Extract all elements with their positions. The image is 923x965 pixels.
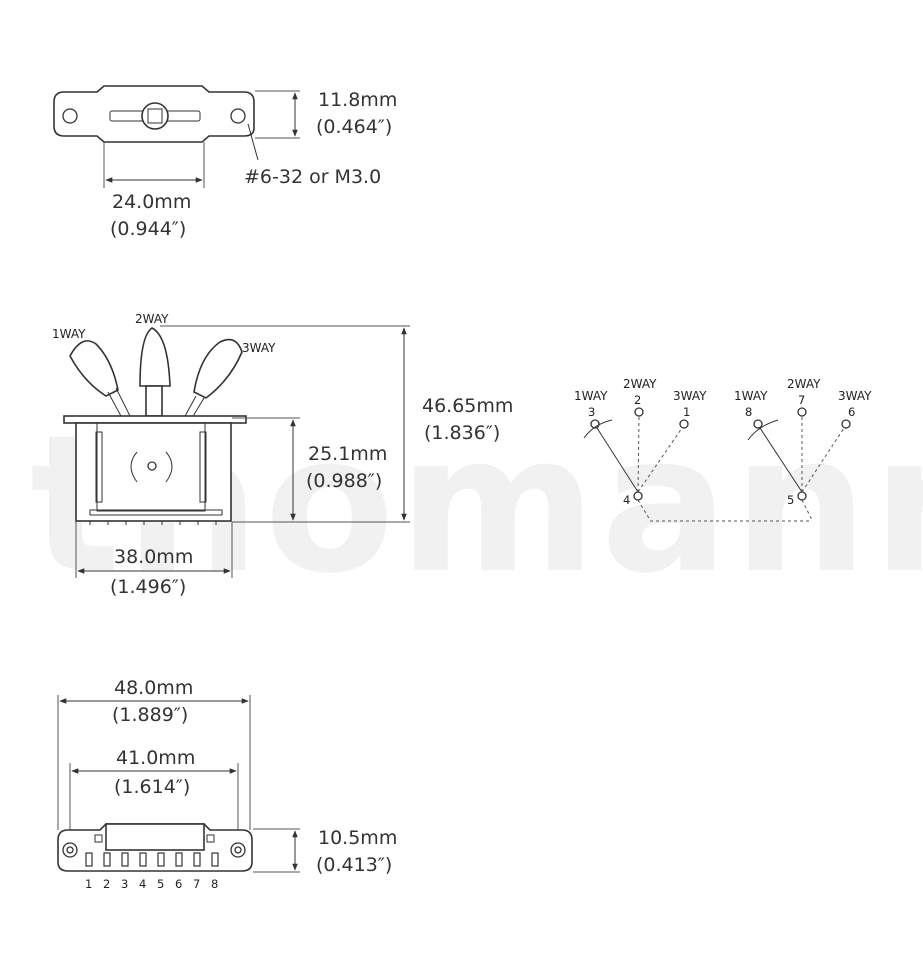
side-view: 1WAY 2WAY 3WAY 46.65mm (1.836″) 25.1mm (…	[52, 312, 513, 598]
wiper-left	[596, 427, 639, 493]
terminal-num-2: 2	[103, 877, 110, 891]
wafer	[89, 509, 223, 516]
contact-7	[797, 407, 807, 417]
thread-spec: #6-32 or M3.0	[244, 166, 381, 188]
bottom-overall-in: (1.889″)	[112, 704, 188, 726]
terminal-num-1: 1	[85, 877, 92, 891]
side-width-mm: 38.0mm	[114, 546, 193, 568]
bottom-height-mm: 10.5mm	[318, 827, 397, 849]
thread-leader	[247, 123, 259, 161]
top-width-mm: 24.0mm	[112, 191, 191, 213]
mount-hole-right	[230, 108, 246, 124]
side-label-1way: 1WAY	[52, 327, 86, 341]
side-body-height-mm: 25.1mm	[308, 443, 387, 465]
switch-frame	[96, 422, 206, 512]
switch-body	[75, 422, 232, 522]
wiring-terminal-3: 3	[588, 405, 595, 419]
side-label-2way: 2WAY	[135, 312, 169, 326]
side-label-3way: 3WAY	[242, 341, 276, 355]
bottom-overall-mm: 48.0mm	[114, 677, 193, 699]
side-total-height-in: (1.836″)	[424, 422, 500, 444]
terminal-num-6: 6	[175, 877, 182, 891]
contact-5	[797, 491, 807, 501]
wiring-terminal-8: 8	[745, 405, 752, 419]
wiring-terminal-6: 6	[848, 405, 855, 419]
side-body-height-in: (0.988″)	[306, 470, 382, 492]
wiring-terminal-5: 5	[787, 493, 794, 507]
wiring-right-label-3way: 3WAY	[838, 389, 872, 403]
top-view: 11.8mm (0.464″) #6-32 or M3.0 24.0mm (0.…	[53, 85, 397, 240]
wiper-right	[759, 427, 803, 493]
wiring-terminal-4: 4	[623, 493, 630, 507]
wiring-terminal-7: 7	[798, 393, 805, 407]
lever-2way	[139, 327, 171, 387]
wiring-right-label-2way: 2WAY	[787, 377, 821, 391]
top-height-in: (0.464″)	[316, 116, 392, 138]
side-top-plate	[63, 415, 247, 424]
rivet	[147, 461, 157, 471]
bottom-lugs	[85, 852, 219, 867]
wiring-left-label-3way: 3WAY	[673, 389, 707, 403]
side-width-in: (1.496″)	[110, 576, 186, 598]
terminal-num-4: 4	[139, 877, 146, 891]
top-width-in: (0.944″)	[110, 218, 186, 240]
wiring-diagram: 1WAY 2WAY 3WAY 3 2 1 4 1WAY 2WAY 3WAY 8 …	[574, 377, 872, 522]
top-height-mm: 11.8mm	[318, 89, 397, 111]
bottom-terminal-numbers: 1 2 3 4 5 6 7 8	[85, 877, 218, 891]
wiring-terminal-1: 1	[683, 405, 690, 419]
wiring-pole-right: 1WAY 2WAY 3WAY 8 7 6 5	[734, 377, 872, 521]
terminal-num-5: 5	[157, 877, 164, 891]
lever-shaft	[147, 108, 163, 124]
wiring-pole-left: 1WAY 2WAY 3WAY 3 2 1 4	[574, 377, 707, 521]
contact-1	[679, 419, 689, 429]
bottom-body	[105, 823, 205, 851]
lever-1way	[69, 340, 119, 397]
contact-6	[841, 419, 851, 429]
terminal-num-8: 8	[211, 877, 218, 891]
bottom-height-in: (0.413″)	[316, 854, 392, 876]
contact-8	[753, 419, 763, 429]
lever-3way	[193, 338, 243, 399]
wiring-left-label-2way: 2WAY	[623, 377, 657, 391]
side-total-height-mm: 46.65mm	[422, 395, 513, 417]
contact-4	[633, 491, 643, 501]
wiring-terminal-2: 2	[634, 393, 641, 407]
terminal-num-7: 7	[193, 877, 200, 891]
wiring-right-label-1way: 1WAY	[734, 389, 768, 403]
bottom-mount-in: (1.614″)	[114, 776, 190, 798]
lever-base	[141, 102, 169, 130]
mount-hole-left	[62, 108, 78, 124]
bottom-mount-mm: 41.0mm	[116, 747, 195, 769]
wiring-left-label-1way: 1WAY	[574, 389, 608, 403]
contact-2	[634, 407, 644, 417]
lever-stem	[145, 385, 163, 417]
bottom-view: 48.0mm (1.889″) 41.0mm (1.614″) 10.5mm (…	[57, 677, 397, 891]
terminal-num-3: 3	[121, 877, 128, 891]
